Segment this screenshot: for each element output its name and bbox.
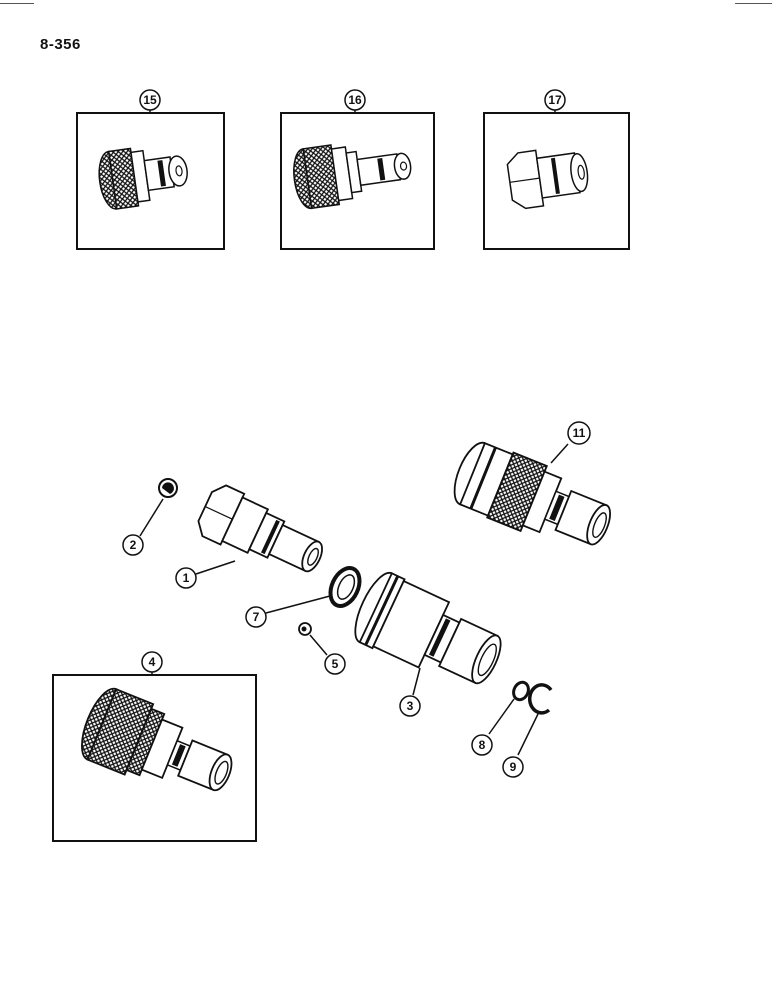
callout-2: 2 (122, 498, 164, 556)
inset-15: 15 (76, 89, 225, 250)
callout-label-15: 15 (143, 93, 157, 107)
callout-11: 11 (550, 421, 591, 464)
callout-label-4: 4 (149, 655, 156, 669)
o-ring-part-8 (512, 680, 530, 702)
seal-ring-part-7 (328, 566, 362, 608)
callout-15: 15 (139, 89, 161, 113)
nipple-part-1 (197, 484, 323, 573)
callout-17: 17 (544, 89, 566, 113)
callout-label-9: 9 (510, 760, 517, 774)
inset-4: 4 (52, 651, 257, 842)
callout-label-8: 8 (479, 738, 486, 752)
coupler-part-11 (453, 441, 611, 546)
nipple-part-17 (506, 149, 589, 210)
callout-label-5: 5 (332, 657, 339, 671)
callout-3: 3 (399, 667, 421, 717)
callout-16: 16 (344, 89, 366, 113)
callout-label-1: 1 (183, 571, 190, 585)
callout-8: 8 (471, 698, 515, 756)
coupler-body-part-3 (354, 571, 502, 685)
inset-16: 16 (280, 89, 435, 250)
callout-9: 9 (502, 713, 539, 778)
coupler-part-15 (98, 147, 188, 210)
callout-label-16: 16 (348, 93, 362, 107)
inset-17: 17 (483, 89, 630, 250)
top-rule-left (0, 3, 34, 4)
callout-1: 1 (175, 560, 236, 589)
callout-4: 4 (141, 651, 163, 675)
snap-ring-part-9 (528, 683, 553, 715)
callout-label-7: 7 (253, 610, 260, 624)
callout-7: 7 (245, 595, 331, 628)
callout-5: 5 (309, 634, 346, 675)
ball-part-2 (158, 478, 178, 498)
callout-label-11: 11 (573, 426, 586, 440)
top-rule-right (735, 3, 772, 4)
coupler-part-4 (81, 687, 233, 792)
ball-part-5 (298, 622, 312, 636)
callout-label-2: 2 (130, 538, 137, 552)
callout-label-17: 17 (548, 93, 562, 107)
callout-label-3: 3 (407, 699, 414, 713)
page-number: 8-356 (40, 36, 81, 53)
coupler-part-16 (293, 144, 412, 210)
